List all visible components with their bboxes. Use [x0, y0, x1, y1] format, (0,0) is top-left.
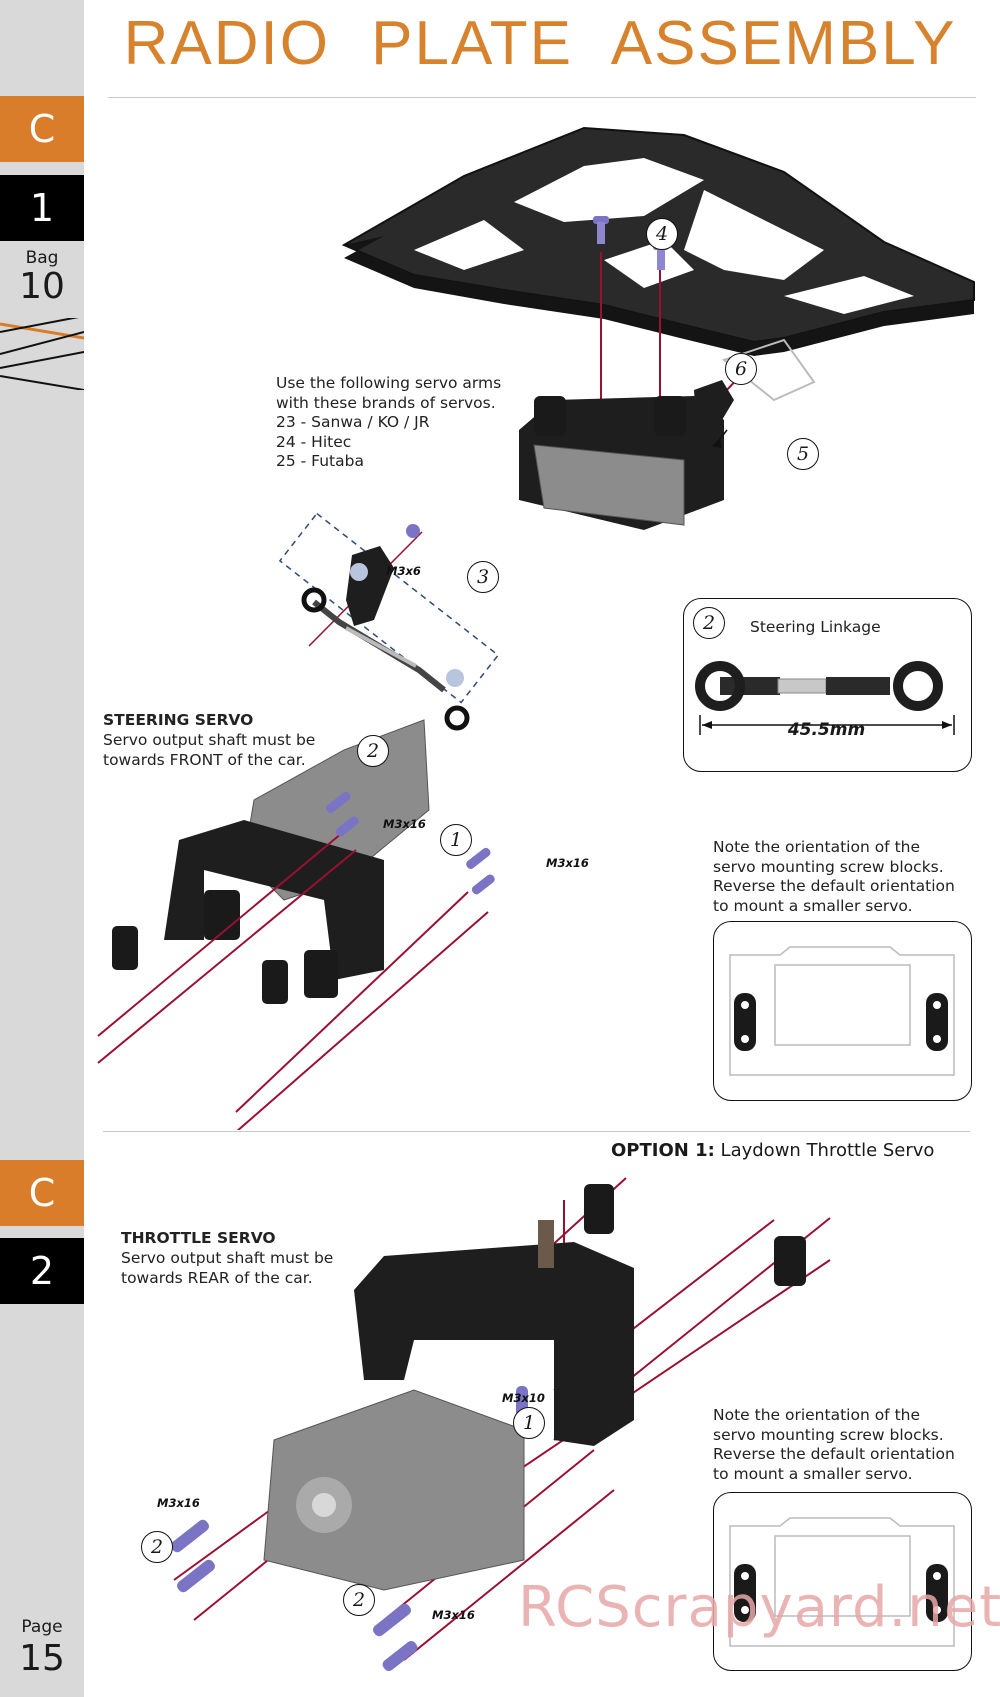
callout-3: 3	[467, 561, 499, 593]
throttle-servo-text: Servo output shaft must be towards REAR …	[121, 1249, 334, 1287]
linkage-length: 45.5mm	[787, 720, 866, 740]
title-divider	[108, 97, 976, 98]
step2-diagram	[170, 1177, 831, 1672]
callout-2-left: 2	[141, 1531, 173, 1563]
screw-label-m3x16-a: M3x16	[383, 817, 426, 831]
section-tab-c2-number: 2	[0, 1238, 84, 1304]
servo-horn-top	[694, 338, 816, 430]
callout-4: 4	[646, 218, 678, 250]
option-label: OPTION 1:	[611, 1140, 715, 1161]
page-number: 15	[19, 1638, 65, 1679]
sidebar	[0, 0, 84, 1697]
callout-5: 5	[787, 438, 819, 470]
bag-line-graphic	[0, 318, 84, 390]
steering-servo-mount	[519, 396, 724, 530]
steering-servo-text: Servo output shaft must be towards FRONT…	[103, 731, 316, 769]
screw-label-m3x6: M3x6	[386, 564, 421, 578]
section-tab-c2-letter: C	[0, 1160, 84, 1226]
linkage-title: Steering Linkage	[750, 618, 881, 636]
screw-4a	[593, 216, 609, 244]
page-title: RADIO PLATE ASSEMBLY	[123, 9, 957, 78]
bag-label: Bag	[25, 248, 59, 268]
throttle-servo-heading: THROTTLE SERVO	[121, 1229, 276, 1247]
throttle-servo-mount	[263, 1184, 806, 1591]
mount-orientation-drawing-1	[729, 946, 955, 1076]
steering-servo-lower	[112, 719, 430, 1004]
option-heading: OPTION 1: Laydown Throttle Servo	[611, 1140, 934, 1161]
page-label: Page	[21, 1617, 63, 1637]
mount-orientation-drawing-2	[729, 1517, 955, 1647]
linkage-drawing	[695, 661, 955, 735]
callout-2-bottom: 2	[343, 1584, 375, 1616]
option-text: Laydown Throttle Servo	[714, 1140, 935, 1161]
callout-1-throttle: 1	[513, 1407, 545, 1439]
orientation-note-1: Note the orientation of the servo mounti…	[713, 838, 955, 915]
steering-servo-heading: STEERING SERVO	[103, 711, 254, 729]
screw-label-m3x16-b: M3x16	[546, 856, 589, 870]
screw-label-m3x16-c: M3x16	[157, 1496, 200, 1510]
section-divider	[103, 1131, 970, 1132]
orientation-note-2: Note the orientation of the servo mounti…	[713, 1406, 955, 1483]
bag-number: 10	[19, 266, 65, 307]
linkage-box-callout: 2	[693, 607, 725, 639]
callout-1: 1	[440, 824, 472, 856]
screw-label-m3x16-d: M3x16	[432, 1608, 475, 1622]
section-tab-c1-number: 1	[0, 175, 84, 241]
callout-2-linkage: 2	[357, 735, 389, 767]
callout-6: 6	[725, 353, 757, 385]
servo-arm-note: Use the following servo arms with these …	[276, 374, 502, 470]
watermark: RCScrapyard.net	[518, 1575, 1000, 1640]
screw-label-m3x10: M3x10	[502, 1391, 545, 1405]
section-tab-c1-letter: C	[0, 96, 84, 162]
